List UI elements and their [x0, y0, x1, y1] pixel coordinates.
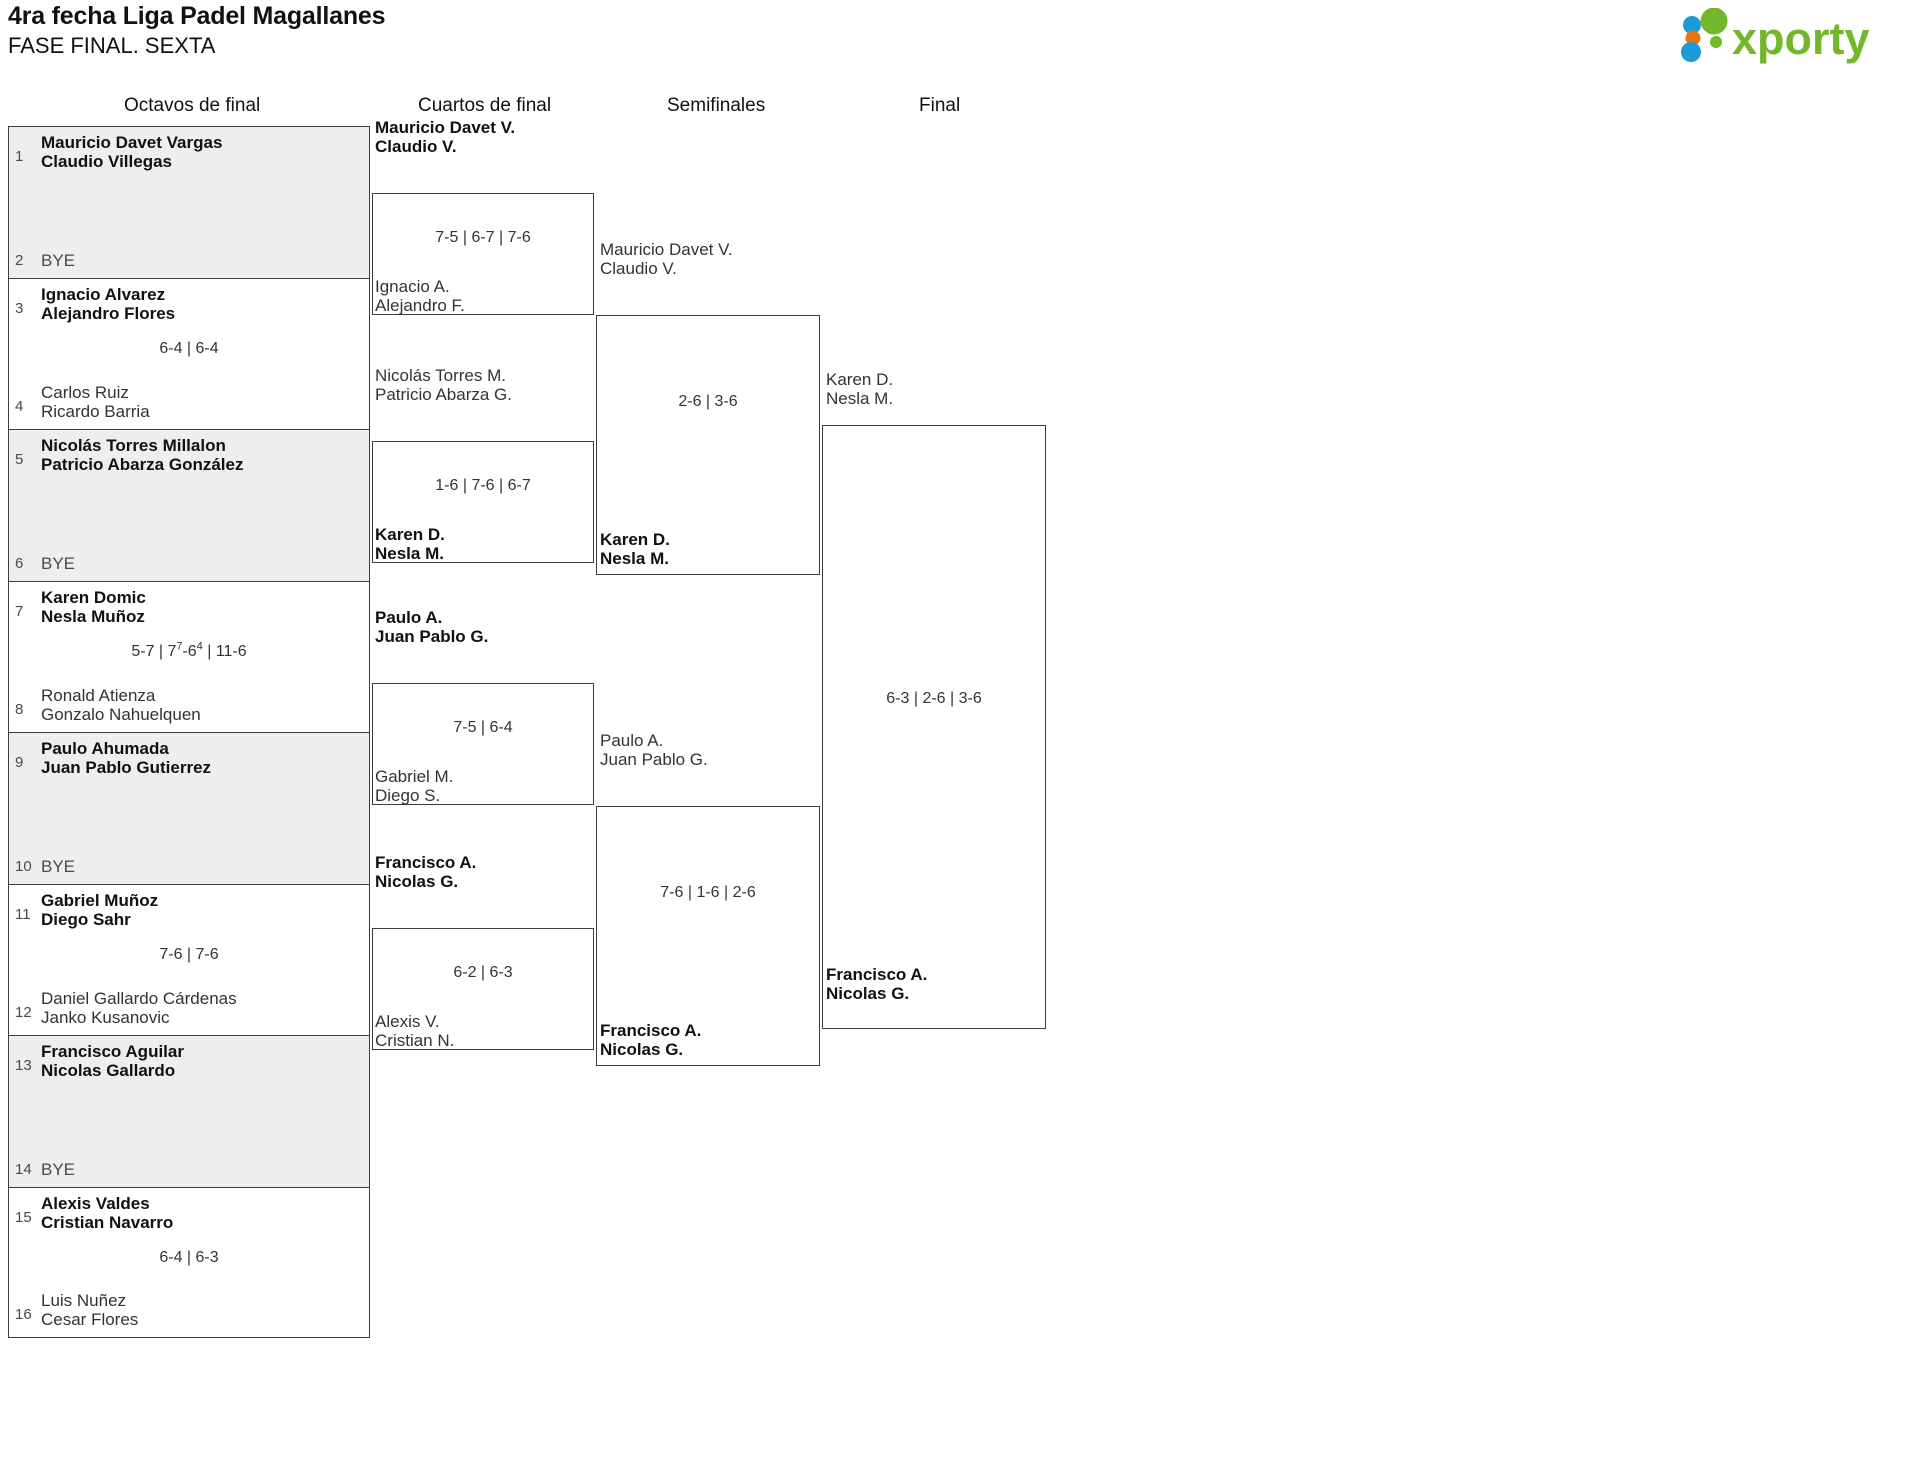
final-score: 6-3 | 2-6 | 3-6 [886, 690, 982, 707]
qf-team-name-bottom: Ignacio A.Alejandro F. [375, 277, 465, 315]
xporty-logo[interactable]: xporty [1674, 7, 1902, 66]
qf-team-name-top: Paulo A.Juan Pablo G. [375, 608, 489, 646]
sf-team-name-bottom: Francisco A.Nicolas G. [600, 1021, 702, 1059]
seed-number: 15 [15, 1208, 32, 1226]
seed-number: 8 [15, 701, 24, 718]
round-header-semifinales: Semifinales [667, 95, 766, 116]
sf-score: 2-6 | 3-6 [678, 393, 738, 410]
seed-number: 4 [15, 398, 24, 415]
r16-team-name-bottom: BYE [41, 856, 76, 876]
xporty-logo-text: xporty [1732, 13, 1870, 64]
seed-number: 12 [15, 1004, 32, 1021]
seed-number: 6 [15, 554, 24, 572]
r16-score: 7-6 | 7-6 [159, 945, 219, 963]
qf-match-4[interactable] [372, 928, 594, 1050]
seed-number: 14 [15, 1160, 32, 1178]
qf-team-name-bottom: Karen D.Nesla M. [375, 525, 445, 563]
qf-score: 1-6 | 7-6 | 6-7 [435, 477, 531, 494]
page-subtitle: FASE FINAL. SEXTA [8, 32, 216, 58]
final-team-name-top: Karen D.Nesla M. [826, 370, 894, 408]
xporty-logo-icon: xporty [1681, 7, 1870, 64]
seed-number: 10 [15, 857, 32, 875]
qf-team-name-bottom: Alexis V.Cristian N. [375, 1012, 455, 1050]
r16-team-name-bottom: BYE [41, 250, 76, 270]
seed-number: 7 [15, 602, 24, 620]
seed-number: 16 [15, 1306, 32, 1323]
round-header-octavos: Octavos de final [124, 95, 261, 116]
qf-team-name-top: Nicolás Torres M.Patricio Abarza G. [375, 366, 513, 404]
final-match[interactable] [822, 425, 1046, 1029]
seed-number: 2 [15, 251, 24, 269]
qf-score: 7-5 | 6-4 [453, 719, 513, 736]
sf-match-2[interactable] [596, 806, 820, 1066]
page-title: 4ra fecha Liga Padel Magallanes [8, 2, 386, 30]
round-header-final: Final [919, 95, 961, 116]
sf-team-name-bottom: Karen D.Nesla M. [600, 530, 670, 568]
seed-number: 13 [15, 1057, 32, 1074]
r16-score: 6-4 | 6-3 [159, 1248, 219, 1266]
r16-team-name-bottom: BYE [41, 553, 76, 573]
seed-number: 5 [15, 451, 24, 468]
r16-score: 6-4 | 6-4 [159, 339, 219, 357]
seed-number: 9 [15, 754, 24, 771]
r16-team-name-bottom: BYE [41, 1159, 76, 1179]
qf-match-1[interactable] [372, 193, 594, 315]
r16-slot-bottom[interactable]: 6 BYE [9, 554, 369, 573]
header-title-block: 4ra fecha Liga Padel Magallanes FASE FIN… [8, 2, 385, 59]
sf-team-name-top: Mauricio Davet V.Claudio V. [600, 240, 733, 278]
seed-number: 3 [15, 299, 24, 317]
seed-number: 11 [15, 905, 31, 923]
qf-team-name-top: Francisco A.Nicolas G. [375, 853, 477, 891]
qf-team-name-top: Mauricio Davet V.Claudio V. [375, 118, 516, 156]
r16-slot-bottom[interactable]: 2 BYE [9, 251, 369, 270]
qf-score: 7-5 | 6-7 | 7-6 [435, 229, 531, 246]
round-header-cuartos: Cuartos de final [418, 95, 552, 116]
qf-team-name-bottom: Gabriel M.Diego S. [375, 767, 454, 805]
sf-score: 7-6 | 1-6 | 2-6 [660, 884, 756, 901]
r16-slot-bottom[interactable]: 14 BYE [9, 1160, 369, 1179]
r16-score: 5-7 | 77-64 | 11-6 [131, 640, 247, 660]
final-team-name-bottom: Francisco A.Nicolas G. [826, 965, 928, 1003]
r16-slot-bottom[interactable]: 10 BYE [9, 857, 369, 876]
qf-score: 6-2 | 6-3 [453, 964, 513, 981]
sf-match-1[interactable] [596, 315, 820, 575]
qf-match-3[interactable] [372, 683, 594, 805]
seed-number: 1 [15, 148, 24, 165]
sf-team-name-top: Paulo A.Juan Pablo G. [600, 731, 708, 769]
qf-match-2[interactable] [372, 441, 594, 563]
